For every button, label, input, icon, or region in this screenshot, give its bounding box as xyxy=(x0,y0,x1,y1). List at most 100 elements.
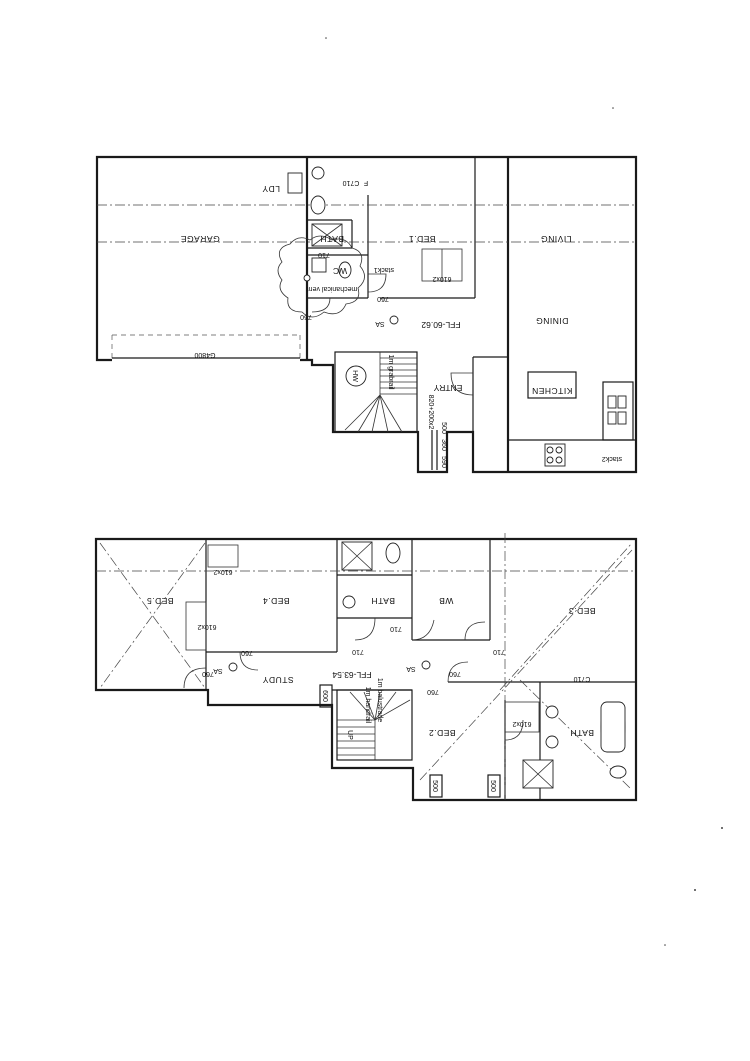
ground-760-b-label: 760 xyxy=(300,313,312,320)
ground-toilet xyxy=(310,195,326,215)
bed5-door-swing xyxy=(183,667,207,689)
bed4-label: BED.4 xyxy=(262,596,289,606)
garage-door-label: G4800 xyxy=(194,351,215,358)
ground-window-590-label: 590 xyxy=(440,456,447,468)
ldy-label: LDY xyxy=(262,184,280,194)
ensuite-bath-label: BATH xyxy=(570,728,594,738)
ground-floor-outer-wall xyxy=(95,155,638,474)
wc-basin xyxy=(311,257,327,273)
first-window-500-a xyxy=(429,774,443,798)
bed2-label: BED.2 xyxy=(428,728,455,738)
entry-door-swing xyxy=(450,372,474,396)
bed2-robe-label: 610x2 xyxy=(512,720,531,727)
ground-c710-label: C710 xyxy=(343,179,360,186)
window-600-label: 600 xyxy=(321,690,328,702)
wc-label: WC xyxy=(333,266,347,276)
kitchen-label: KITCHEN xyxy=(532,386,573,396)
ground-window-500-label: 500 xyxy=(440,422,447,434)
first-710-a-label: 710 xyxy=(390,625,402,632)
first-760-a-label: 760 xyxy=(241,649,253,656)
first-floor-plan xyxy=(94,533,638,803)
bed5-robe xyxy=(185,601,207,651)
first-window-600 xyxy=(319,684,333,708)
grabrail-label: 1m grabrail xyxy=(387,354,394,389)
mechanical-vent-cloud xyxy=(277,235,365,318)
first-760-d-label: 760 xyxy=(427,688,439,695)
first-760-b-label: 760 xyxy=(202,670,214,677)
first-floor-outer-wall xyxy=(94,537,638,802)
bed3-label: BED.3 xyxy=(568,606,595,616)
laundry-tub xyxy=(287,172,303,194)
scan-specks xyxy=(325,37,723,946)
first-smoke-alarm-b-icon xyxy=(421,660,431,670)
bed2-door-swing xyxy=(504,719,524,741)
balustrade-label: 1m balustrade xyxy=(376,678,383,722)
first-floor-labels: BED.5 BED.4 BATH WB BED.3 STUDY BED.2 BA… xyxy=(146,568,595,792)
bed5-robe-label: 610x2 xyxy=(197,623,216,630)
living-label: LIVING xyxy=(541,234,572,244)
stack1-label: stack1 xyxy=(374,266,394,273)
ground-stair-treads xyxy=(344,357,417,433)
ensuite-basin-a xyxy=(545,705,559,719)
bed4-robe xyxy=(207,544,239,568)
first-toilet xyxy=(385,542,401,564)
ensuite-toilet xyxy=(609,765,627,779)
first-sa-a-label: SA xyxy=(213,667,223,674)
ground-760-a-label: 760 xyxy=(377,295,389,302)
dining-label: DINING xyxy=(536,316,569,326)
handrail-label: 1m handrail xyxy=(364,687,371,724)
wb-door-swing xyxy=(411,619,435,641)
ground-window-360-label: 360 xyxy=(440,439,447,451)
first-710-c-label: 710 xyxy=(493,648,505,655)
ground-710-label: 710 xyxy=(318,251,330,258)
mechanical-vent-icon xyxy=(303,274,311,282)
first-sa-b-label: SA xyxy=(406,665,416,672)
ground-ffl-label: FFL-60.62 xyxy=(421,320,460,330)
ground-robe-label: 610x2 xyxy=(432,275,451,282)
first-window-500-b xyxy=(487,774,501,798)
hw-label: HW xyxy=(351,370,358,382)
robe-f-label: F xyxy=(364,179,368,186)
wc-door-swing xyxy=(311,297,331,313)
wc-toilet xyxy=(338,261,352,279)
study-label: STUDY xyxy=(262,675,293,685)
kitchen-bench xyxy=(602,381,634,441)
up-label: UP xyxy=(346,730,353,740)
first-c710-label: C710 xyxy=(574,675,591,682)
first-710-b-label: 710 xyxy=(352,648,364,655)
ground-stair-well xyxy=(334,351,418,433)
bed1-door-swing xyxy=(367,273,387,293)
first-ffl-label: FFL-63.54 xyxy=(332,670,371,680)
bed3-door-swing xyxy=(464,621,486,641)
bed2-robe xyxy=(504,701,540,733)
entry-label: ENTRY xyxy=(433,383,462,393)
first-760-c-label: 760 xyxy=(449,670,461,677)
bath-door-swing xyxy=(354,617,376,641)
first-stair-well xyxy=(336,689,413,761)
bed4-door-swing xyxy=(239,651,259,671)
bed5-label: BED.5 xyxy=(146,596,173,606)
first-stair-treads xyxy=(337,691,411,756)
bed4-robe-label: 610x2 xyxy=(213,568,232,575)
hot-water-unit xyxy=(345,365,367,387)
bed3-door-swing-b xyxy=(447,661,469,683)
stack2-label: stack2 xyxy=(602,455,622,462)
first-smoke-alarm-a-icon xyxy=(228,662,238,672)
ensuite-basin-b xyxy=(545,735,559,749)
window-500-a-label: 500 xyxy=(431,780,438,792)
window-500-b-label: 500 xyxy=(489,780,496,792)
garage-label: GARAGE xyxy=(180,234,219,244)
first-basin xyxy=(342,595,356,609)
ground-bath-label: BATH xyxy=(320,234,344,244)
bed1-label: BED.1 xyxy=(408,234,435,244)
ground-floor-plan xyxy=(95,155,638,474)
kitchen-island xyxy=(527,371,577,399)
ground-floor-labels: GARAGE LDY BATH BED.1 LIVING DINING KITC… xyxy=(180,179,622,468)
wb-label: WB xyxy=(439,596,454,606)
first-roof-hip-lines xyxy=(99,542,633,791)
laundry-basin xyxy=(311,166,325,180)
mechanical-vent-label: mechanical vent xyxy=(307,285,358,292)
ground-sa-label: SA xyxy=(375,320,385,327)
entry-door-label: 820+200x2 xyxy=(427,395,434,430)
